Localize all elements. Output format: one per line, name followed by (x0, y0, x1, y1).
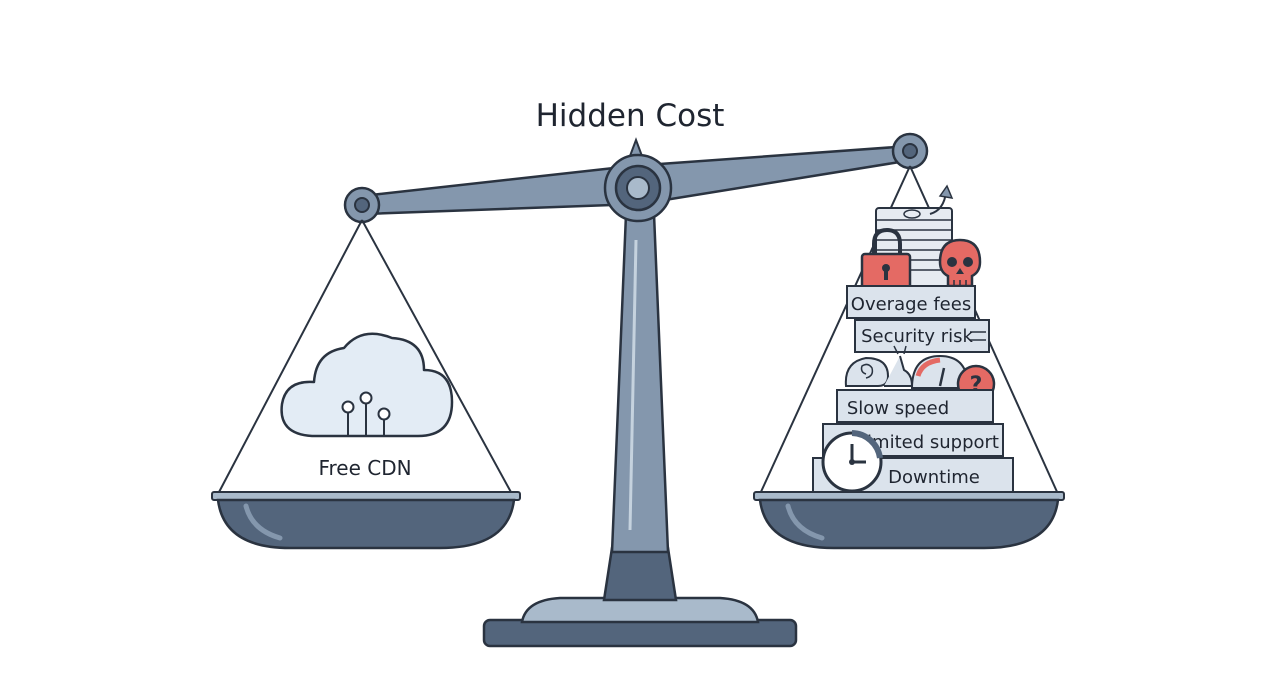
security-risk-label: Security risk (861, 326, 973, 347)
scale-base (482, 546, 798, 648)
snail-icon (844, 345, 914, 387)
clock-icon (821, 430, 883, 493)
downtime-label: Downtime (888, 467, 980, 488)
cost-item-security-risk: Security risk (854, 319, 990, 353)
limited-support-label: Limited support (857, 432, 999, 453)
scale-pillar (610, 212, 670, 554)
beam-pivot (603, 153, 673, 223)
overage-fees-label: Overage fees (851, 294, 971, 315)
right-beam-joint (891, 132, 929, 170)
slow-speed-label: Slow speed (847, 398, 949, 419)
cost-item-overage-fees: Overage fees (846, 285, 976, 319)
left-beam-joint (343, 186, 381, 224)
left-pan-label: Free CDN (318, 456, 411, 480)
left-pan (211, 219, 521, 550)
skull-icon (938, 238, 982, 288)
cost-item-slow-speed: Slow speed (836, 389, 994, 423)
cloud-network-icon (280, 332, 454, 438)
diagram-title: Hidden Cost (536, 98, 725, 134)
padlock-icon (860, 227, 912, 290)
